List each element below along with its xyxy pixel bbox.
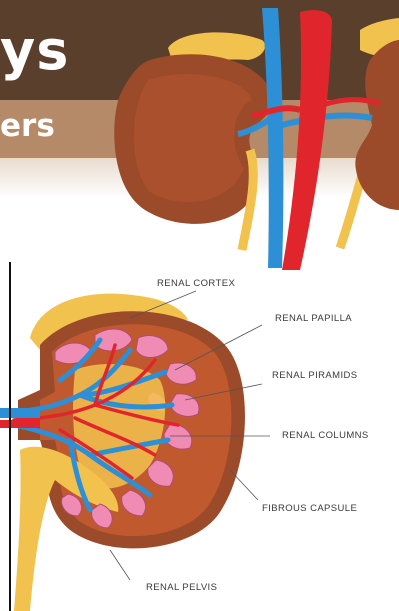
left-edge-divider [9, 262, 11, 611]
vena-cava [262, 8, 283, 268]
label-renal-piramids: RENAL PIRAMIDS [272, 370, 358, 381]
label-renal-cortex: RENAL CORTEX [157, 278, 235, 289]
label-renal-columns: RENAL COLUMNS [282, 430, 369, 441]
hilum-artery [0, 420, 40, 428]
hilum-vein [0, 408, 40, 418]
top-right-kidney [355, 40, 399, 210]
right-renal-vein [282, 116, 372, 125]
right-ureter [340, 175, 362, 248]
label-renal-pelvis: RENAL PELVIS [146, 582, 217, 593]
label-renal-papilla: RENAL PAPILLA [275, 313, 352, 324]
aorta [282, 10, 332, 270]
top-left-kidney-shade [134, 74, 252, 202]
label-fibrous-capsule: FIBROUS CAPSULE [262, 503, 357, 514]
